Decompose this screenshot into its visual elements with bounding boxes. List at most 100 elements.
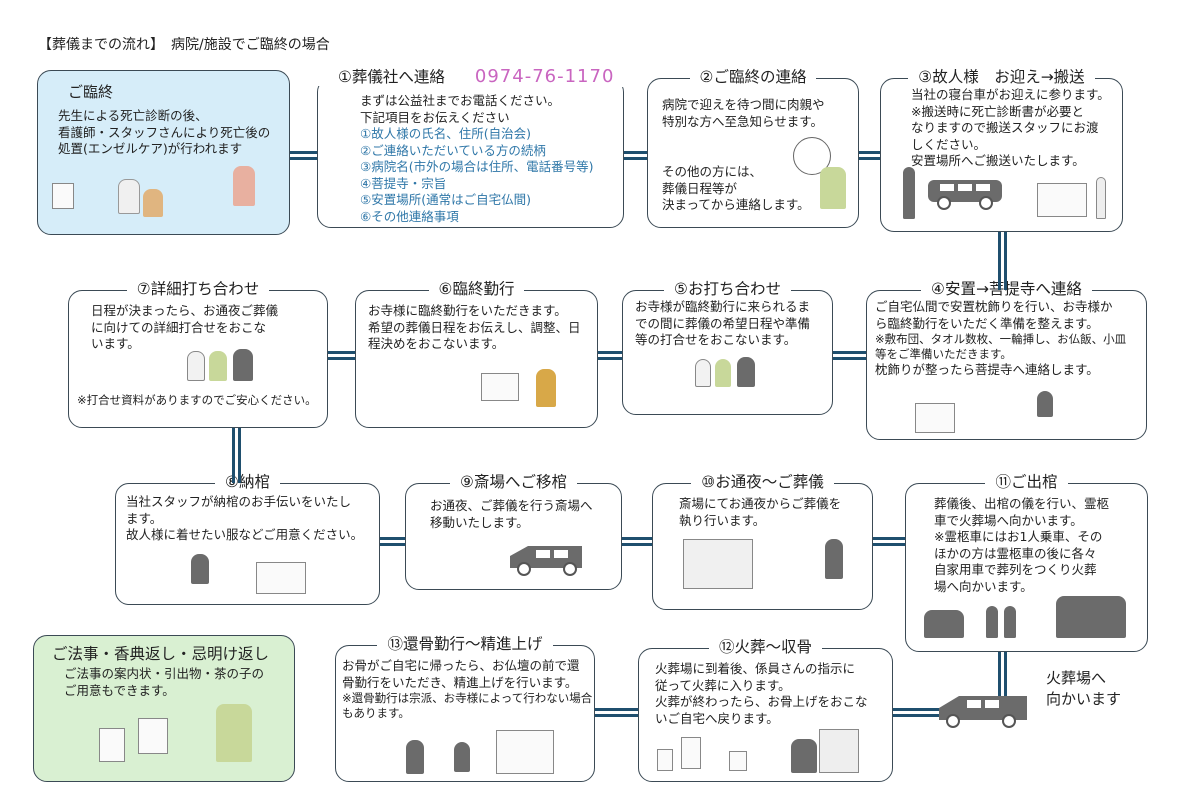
- step-12-title: ⑫火葬～収骨: [708, 638, 822, 656]
- step-8-text: 当社スタッフが納棺のお手伝いをいたし ます。 故人様に着せたい服などご用意くださ…: [126, 494, 364, 542]
- staff-illustration: [903, 167, 915, 219]
- step-6-text: お寺様に臨終勤行をいただきます。 希望の葬儀日程をお伝えし、調整、日 程決めをお…: [368, 303, 581, 351]
- connector: [833, 351, 866, 360]
- step-12-text: 火葬場に到着後、係員さんの指示に 従って火葬に入ります。 火葬が終わったら、お骨…: [655, 661, 868, 726]
- step-7-title: ⑦詳細打ち合わせ: [126, 280, 270, 298]
- staff-illustration: [191, 554, 209, 584]
- step-5-title: ⑤お打ち合わせ: [664, 280, 791, 298]
- family-illustration: [791, 739, 817, 773]
- after-services-box: ご法事・香典返し・忌明け返し ご法事の案内状・引出物・茶の子の ご用意もできます…: [33, 635, 295, 782]
- altar-illustration: [496, 730, 554, 774]
- step-13-content: お骨がご自宅に帰ったら、お仏壇の前で還 骨勤行をいただき、精進上げを行います。 …: [342, 658, 592, 721]
- altar-illustration: [915, 403, 955, 433]
- connector: [893, 708, 943, 717]
- step-13-note: ※還骨勤行は宗派、お寺様によって行わない場合 もあります。: [342, 691, 593, 720]
- hearse-label: 火葬場へ 向かいます: [1046, 669, 1122, 708]
- hearse-icon: [939, 696, 1027, 728]
- step-4-content: ご自宅仏間で安置枕飾りを行い、お寺様か ら臨終勤行をいただく準備を整えます。 ※…: [875, 299, 1126, 379]
- step-5-text: お寺様が臨終勤行に来られるま での間に葬儀の希望日程や準備 等の打合せをおこない…: [635, 299, 811, 347]
- bed-illustration: [481, 373, 519, 401]
- pallbearers-illustration: [924, 610, 964, 638]
- connector: [598, 351, 622, 360]
- doctor-illustration: [118, 179, 140, 214]
- connector: [328, 351, 355, 360]
- mourner-illustration: [825, 539, 843, 579]
- step-6-title: ⑥臨終勤行: [428, 280, 525, 298]
- step-13-title: ⑬還骨勤行～精進上げ: [377, 635, 553, 653]
- step-3-text: 当社の寝台車がお迎えに参ります。 ※搬送時に死亡診断書が必要と なりますので搬送…: [911, 87, 1110, 168]
- staff-illustration: [737, 357, 755, 387]
- step-2-notify: ②ご臨終の連絡 病院で迎えを待つ間に肉親や 特別な方へ至急知らせます。 その他の…: [647, 68, 859, 228]
- step-7-note: ※打合せ資料がありますのでご安心ください。: [77, 392, 317, 407]
- step-2-title: ②ご臨終の連絡: [689, 68, 817, 86]
- step-7-detailed-meeting: ⑦詳細打ち合わせ 日程が決まったら、お通夜ご葬儀 に向けての詳細打合せをおこな …: [68, 280, 328, 428]
- step-10-title: ⑩お通夜～ご葬儀: [691, 473, 834, 491]
- family-illustration: [715, 359, 731, 387]
- step-10-text: 斎場にてお通夜からご葬儀を 執り行います。: [679, 496, 842, 528]
- step-13-text: お骨がご自宅に帰ったら、お仏壇の前で還 骨勤行をいただき、精進上げを行います。: [342, 658, 580, 690]
- doctor-illustration: [1096, 177, 1106, 219]
- phone-number[interactable]: 0974-76-1170: [464, 66, 625, 87]
- family-illustration: [454, 742, 470, 772]
- urn-box-illustration: [681, 737, 701, 769]
- step-11-title: ⑪ご出棺: [985, 473, 1068, 491]
- step-8-title: ⑧納棺: [215, 473, 280, 491]
- crematorium-illustration: [819, 729, 859, 773]
- step-11-departure: ⑪ご出棺 葬儀後、出棺の儀を行い、霊柩 車で火葬場へ向かいます。 ※霊柩車にはお…: [905, 473, 1148, 652]
- checklist-item: ④菩提寺・宗旨: [360, 175, 447, 191]
- start-title: ご臨終: [68, 83, 114, 101]
- step-1-title: ①葬儀社へ連絡: [328, 68, 455, 86]
- connector: [624, 151, 647, 160]
- step-3-transport: ③故人様 お迎え→搬送 当社の寝台車がお迎えに参ります。 ※搬送時に死亡診断書が…: [880, 68, 1123, 232]
- nurse-illustration: [233, 166, 255, 206]
- step-5-meeting: ⑤お打ち合わせ お寺様が臨終勤行に来られるま での間に葬儀の希望日程や準備 等の…: [622, 280, 833, 415]
- letter-illustration: [138, 718, 168, 754]
- page-title: 【葬儀までの流れ】 病院/施設でご臨終の場合: [38, 37, 330, 53]
- family-illustration: [1004, 606, 1016, 638]
- coffin-illustration: [256, 562, 306, 594]
- staff-illustration: [986, 606, 998, 638]
- connector: [595, 708, 638, 717]
- connector: [998, 232, 1007, 290]
- connector: [232, 428, 241, 483]
- step-1-text: まずは公益社までお電話ください。 下記項目をお伝えください: [360, 93, 561, 125]
- praying-person-illustration: [1037, 391, 1053, 417]
- step-1-content: まずは公益社までお電話ください。 下記項目をお伝えください ①故人様の氏名、住所…: [360, 93, 593, 225]
- document-illustration: [52, 183, 74, 209]
- monk-illustration: [406, 740, 424, 774]
- step-4-laying-out: ④安置→菩提寺へ連絡 ご自宅仏間で安置枕飾りを行い、お寺様か ら臨終勤行をいただ…: [866, 280, 1147, 440]
- step-8-encoffining: ⑧納棺 当社スタッフが納棺のお手伝いをいたし ます。 故人様に着せたい服などご用…: [115, 473, 380, 605]
- connector: [290, 151, 317, 160]
- step-4-text: ご自宅仏間で安置枕飾りを行い、お寺様か ら臨終勤行をいただく準備を整えます。: [875, 299, 1113, 331]
- step-7-content: 日程が決まったら、お通夜ご葬儀 に向けての詳細打合せをおこな います。 ※打合せ…: [77, 303, 317, 408]
- coffin-flowers-illustration: [1056, 596, 1126, 638]
- step-9-title: ⑨斎場へご移棺: [450, 473, 577, 491]
- family-illustration: [187, 351, 205, 381]
- checklist-item: ②ご連絡いただいている方の続柄: [360, 142, 546, 158]
- start-text: 先生による死亡診断の後、 看護師・スタッフさんにより死亡後の 処置(エンゼルケア…: [58, 108, 271, 156]
- phone-call-illustration: [793, 137, 831, 175]
- van-icon: [928, 180, 1002, 210]
- connector: [998, 652, 1007, 702]
- step-2-text: 病院で迎えを待つ間に肉親や 特別な方へ至急知らせます。: [662, 97, 825, 129]
- monk-illustration: [536, 369, 556, 407]
- hospital-illustration: [1037, 183, 1087, 217]
- gift-bag-illustration: [99, 728, 125, 762]
- step-3-title: ③故人様 お迎え→搬送: [908, 68, 1095, 86]
- checklist-item: ⑤安置場所(通常はご自宅仏間): [360, 192, 531, 207]
- step-2-text-2: その他の方には、 葬儀日程等が 決まってから連絡します。: [662, 164, 810, 212]
- connector: [873, 537, 905, 546]
- hearse-icon: [510, 546, 582, 576]
- connector: [622, 537, 652, 546]
- caller-illustration: [820, 167, 846, 209]
- checklist-item: ③病院名(市外の場合は住所、電話番号等): [360, 159, 594, 174]
- step-6-bedside-sutra: ⑥臨終勤行 お寺様に臨終勤行をいただきます。 希望の葬儀日程をお伝えし、調整、日…: [355, 280, 598, 428]
- step-9-text: お通夜、ご葬儀を行う斎場へ 移動いたします。: [430, 498, 593, 530]
- bone-picking-illustration: [729, 751, 747, 771]
- family-illustration: [209, 351, 227, 381]
- step-4-text-2: 枕飾りが整ったら菩提寺へ連絡します。: [875, 362, 1099, 377]
- start-box-deathbed: ご臨終 先生による死亡診断の後、 看護師・スタッフさんにより死亡後の 処置(エン…: [37, 70, 290, 235]
- patient-illustration: [143, 189, 163, 217]
- step-9-move-to-hall: ⑨斎場へご移棺 お通夜、ご葬儀を行う斎場へ 移動いたします。: [405, 473, 622, 590]
- checklist-item: ⑥その他連絡事項: [360, 208, 459, 224]
